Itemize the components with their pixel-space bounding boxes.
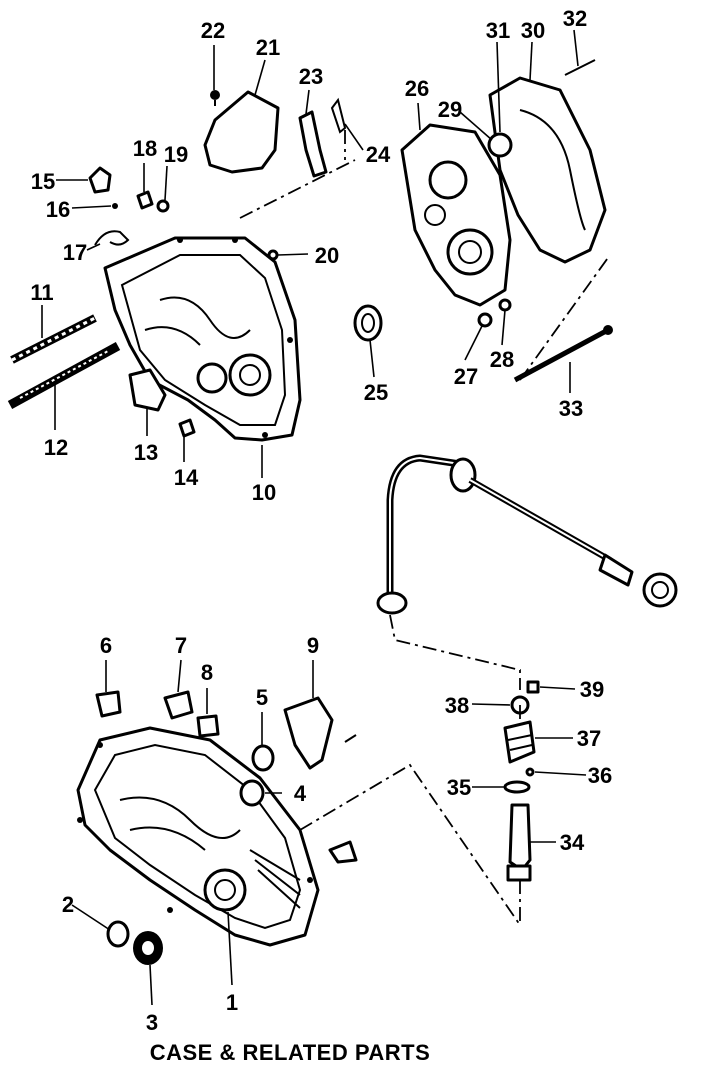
washer-28	[498, 298, 512, 312]
cover-26	[400, 123, 512, 307]
seal-2	[106, 920, 130, 948]
bracket-21	[203, 90, 280, 174]
switch-7	[163, 690, 194, 720]
callout-30: 30	[521, 18, 545, 43]
callout-13: 13	[134, 440, 158, 465]
fork-23	[298, 110, 328, 178]
ring-19	[156, 199, 170, 213]
connection-lines	[239, 130, 611, 926]
callout-26: 26	[405, 76, 429, 101]
callout-14: 14	[174, 465, 199, 490]
seal-35	[503, 780, 531, 794]
callout-29: 29	[438, 97, 462, 122]
cover-30	[487, 76, 607, 264]
seal-27	[477, 312, 493, 328]
callout-28: 28	[490, 347, 514, 372]
washer-16	[112, 203, 118, 209]
callout-12: 12	[44, 435, 68, 460]
callout-22: 22	[201, 18, 225, 43]
callout-17: 17	[63, 240, 87, 265]
callout-27: 27	[454, 364, 478, 389]
driven-gear-34	[506, 803, 532, 882]
plug-6	[95, 690, 122, 718]
callout-8: 8	[201, 660, 213, 685]
bolt-22	[210, 90, 220, 106]
bolt-32	[564, 59, 596, 76]
callout-labels: 1 2 3 4 5 6 7 8 9 10 11 12 13 14 15 16 1…	[30, 6, 612, 1035]
callout-37: 37	[577, 726, 601, 751]
callout-15: 15	[31, 169, 55, 194]
callout-5: 5	[256, 685, 268, 710]
callout-18: 18	[133, 136, 157, 161]
callout-6: 6	[100, 633, 112, 658]
callout-10: 10	[252, 480, 276, 505]
pin-39	[526, 680, 540, 694]
callout-19: 19	[164, 142, 188, 167]
diagram-caption: CASE & RELATED PARTS	[149, 1040, 431, 1065]
callout-4: 4	[294, 781, 307, 806]
bolt-14	[178, 418, 196, 438]
leader-lines	[41, 29, 587, 1006]
callout-33: 33	[559, 396, 583, 421]
callout-38: 38	[445, 693, 469, 718]
callout-9: 9	[307, 633, 319, 658]
gear-37	[503, 720, 536, 764]
callout-3: 3	[146, 1010, 158, 1035]
callout-39: 39	[580, 677, 604, 702]
switch-18	[136, 190, 154, 210]
plug-20	[267, 249, 279, 261]
transaxle-case-1	[76, 726, 320, 947]
callout-1: 1	[226, 990, 238, 1015]
seal-5	[251, 744, 275, 772]
callout-34: 34	[560, 830, 585, 855]
bracket-9	[283, 696, 334, 770]
bolt-33	[513, 325, 613, 383]
callout-32: 32	[563, 6, 587, 31]
callout-31: 31	[486, 18, 510, 43]
plug-15	[88, 166, 112, 194]
pin-24	[330, 97, 347, 134]
shaft-12	[7, 342, 121, 409]
clip-36	[525, 767, 535, 777]
callout-2: 2	[62, 892, 74, 917]
callout-21: 21	[256, 35, 280, 60]
seal-25	[353, 304, 383, 342]
shaft-11	[10, 314, 97, 364]
seal-3	[133, 931, 163, 965]
callout-20: 20	[315, 243, 339, 268]
clip-17	[94, 230, 130, 246]
callout-24: 24	[366, 142, 391, 167]
bracket-13	[128, 368, 167, 412]
speedometer-cable	[376, 454, 678, 615]
callout-36: 36	[588, 763, 612, 788]
plug-8	[196, 714, 220, 738]
bolt-9b	[344, 734, 357, 743]
case-half-10	[103, 236, 302, 442]
callout-23: 23	[299, 64, 323, 89]
seal-4	[239, 779, 265, 807]
callout-25: 25	[364, 380, 388, 405]
callout-7: 7	[175, 633, 187, 658]
callout-35: 35	[447, 775, 471, 800]
callout-16: 16	[46, 197, 70, 222]
callout-11: 11	[30, 280, 53, 305]
clip-aux	[328, 840, 358, 864]
